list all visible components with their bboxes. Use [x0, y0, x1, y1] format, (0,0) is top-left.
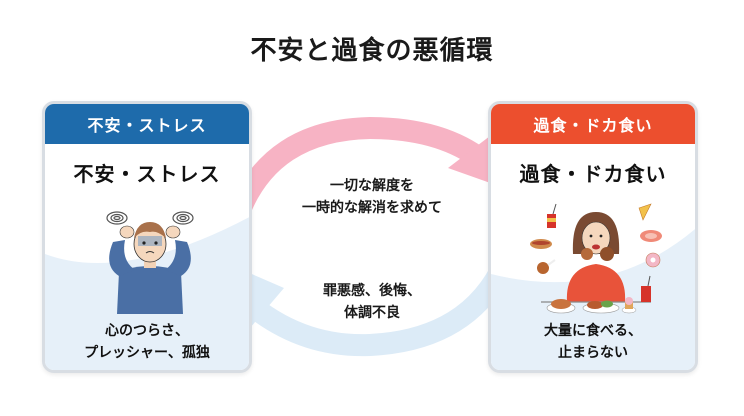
anxiety-card-header: 不安・ストレス — [45, 104, 249, 144]
anxiety-desc-line2: プレッシャー、孤独 — [84, 345, 210, 361]
anxiety-stress-card: 不安・ストレス 不安・ストレス — [42, 101, 252, 373]
overeating-desc-line1: 大量に食べる、 — [544, 323, 642, 339]
overeating-card: 過食・ドカ食い 過食・ドカ食い — [488, 101, 698, 373]
overeating-card-header: 過食・ドカ食い — [491, 104, 695, 144]
bottom-label-line1: 罪悪感、後悔、 — [323, 283, 421, 299]
anxiety-desc-line1: 心のつらさ、 — [105, 323, 189, 339]
top-arrow-label: 一切な解度を 一時的な解消を求めて — [282, 175, 462, 219]
diagram-title: 不安と過食の悪循環 — [250, 36, 494, 66]
overeating-desc-line2: 止まらない — [558, 345, 628, 361]
binge-eating-person-icon — [530, 203, 662, 314]
bottom-label-line2: 体調不良 — [344, 305, 400, 321]
stressed-person-icon — [106, 211, 194, 314]
top-label-line1: 一切な解度を — [330, 178, 414, 194]
top-label-line2: 一時的な解消を求めて — [302, 200, 442, 216]
overeating-card-description: 大量に食べる、 止まらない — [491, 320, 695, 364]
anxiety-card-description: 心のつらさ、 プレッシャー、孤独 — [45, 320, 249, 364]
overeating-card-title: 過食・ドカ食い — [519, 162, 667, 186]
bottom-arrow-label: 罪悪感、後悔、 体調不良 — [282, 280, 462, 324]
anxiety-card-title: 不安・ストレス — [73, 162, 221, 186]
